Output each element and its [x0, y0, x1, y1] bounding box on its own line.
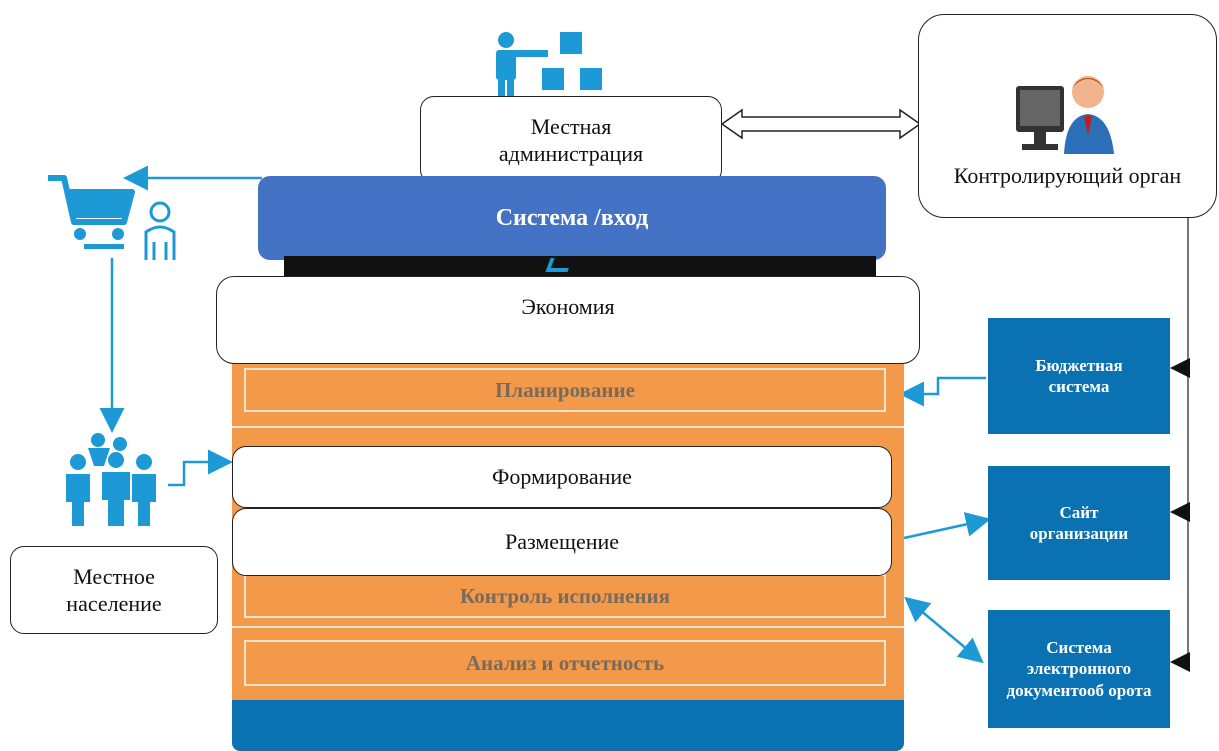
edms-label: Система электронного документооб орота	[1006, 638, 1152, 700]
admin-person-boxes-icon	[496, 32, 602, 100]
people-group-icon	[66, 433, 156, 526]
planning-strip: Планирование	[244, 368, 886, 412]
stack-base	[232, 700, 904, 751]
cart-person-icon	[48, 175, 176, 260]
edms-box: Система электронного документооб орота	[988, 610, 1170, 728]
population-box: Местное население	[10, 546, 218, 634]
placement-box: Размещение	[232, 508, 892, 576]
control-label: Контроль исполнения	[460, 583, 670, 608]
stack-divider-1	[232, 426, 904, 428]
placement-label: Размещение	[504, 529, 620, 555]
operator-computer-icon	[1015, 75, 1114, 154]
analysis-strip: Анализ и отчетность	[244, 640, 886, 686]
people-to-forming-arrow	[168, 449, 233, 487]
controller-box: Контролирующий орган	[918, 14, 1217, 218]
budget-system-box: Бюджетная система	[988, 318, 1170, 434]
control-strip: Контроль исполнения	[244, 574, 886, 618]
forming-box: Формирование	[232, 446, 892, 508]
budget-to-planning-arrow	[899, 376, 986, 407]
planning-label: Планирование	[495, 377, 635, 402]
stack-divider-2	[232, 626, 904, 628]
budget-system-label: Бюджетная система	[1035, 355, 1123, 396]
controller-label: Контролирующий орган	[953, 162, 1182, 188]
economy-label: Экономия	[521, 294, 615, 319]
org-site-label: Сайт организации	[1029, 502, 1129, 543]
org-site-box: Сайт организации	[988, 466, 1170, 580]
placement-to-site-arrow	[903, 512, 991, 540]
forming-label: Формирование	[492, 464, 632, 490]
population-label: Местное население	[66, 563, 162, 617]
system-entry-box: Система /вход	[258, 176, 886, 260]
entry-base-strip	[284, 256, 876, 278]
control-edms-arrow	[904, 596, 984, 664]
local-admin-label: Местная администрация	[498, 113, 644, 167]
double-arrow-admin-controller	[720, 108, 922, 140]
local-admin-box: Местная администрация	[420, 96, 722, 184]
economy-box: Экономия	[216, 276, 920, 364]
analysis-label: Анализ и отчетность	[465, 650, 665, 675]
system-entry-label: Система /вход	[495, 204, 649, 231]
